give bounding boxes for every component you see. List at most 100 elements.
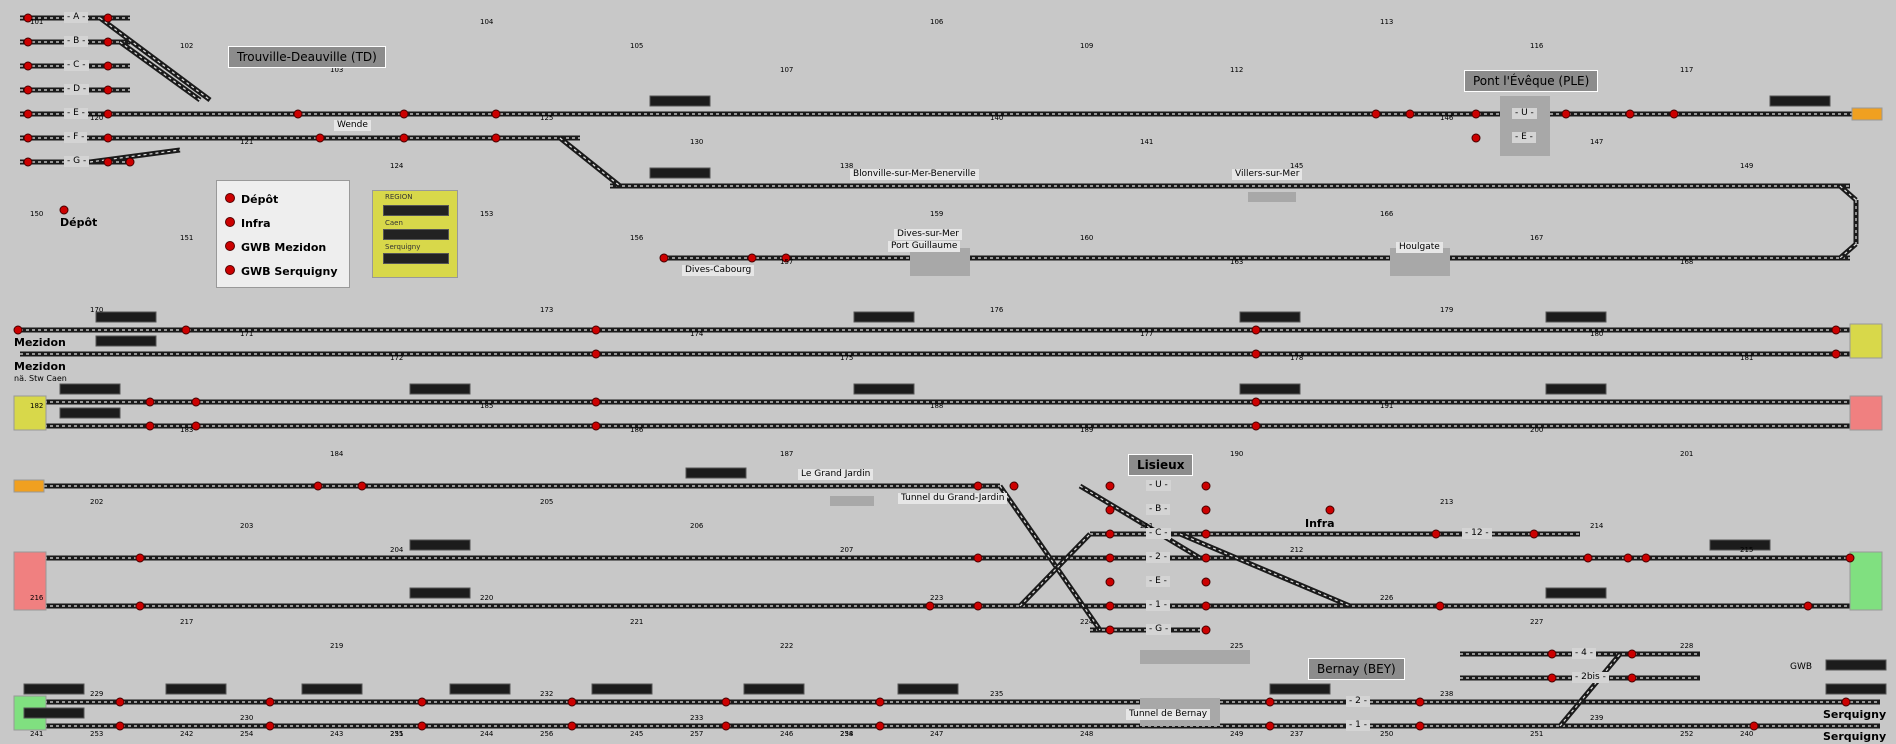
signal[interactable] bbox=[265, 697, 275, 707]
signal[interactable] bbox=[1627, 673, 1637, 683]
signal[interactable] bbox=[103, 109, 113, 119]
block-indicator[interactable] bbox=[165, 683, 227, 695]
signal[interactable] bbox=[103, 85, 113, 95]
signal[interactable] bbox=[1831, 349, 1841, 359]
signal[interactable] bbox=[23, 109, 33, 119]
signal[interactable] bbox=[1009, 481, 1019, 491]
signal[interactable] bbox=[1105, 625, 1115, 635]
signal[interactable] bbox=[13, 325, 23, 335]
signal[interactable] bbox=[59, 205, 69, 215]
block-indicator[interactable] bbox=[1709, 539, 1771, 551]
block-indicator[interactable] bbox=[1769, 95, 1831, 107]
signal[interactable] bbox=[181, 325, 191, 335]
block-indicator[interactable] bbox=[409, 587, 471, 599]
block-indicator[interactable] bbox=[1269, 683, 1331, 695]
block-indicator[interactable] bbox=[1825, 659, 1887, 671]
end-label-depot[interactable]: Dépôt bbox=[60, 216, 98, 229]
signal[interactable] bbox=[1625, 109, 1635, 119]
signal[interactable] bbox=[103, 157, 113, 167]
end-label-serquigny-1[interactable]: Serquigny bbox=[1823, 708, 1887, 721]
region-indicator[interactable] bbox=[383, 205, 449, 216]
signal[interactable] bbox=[1405, 109, 1415, 119]
line-end-box[interactable] bbox=[1849, 323, 1883, 359]
signal[interactable] bbox=[313, 481, 323, 491]
signal[interactable] bbox=[103, 37, 113, 47]
legend-item-depot[interactable]: Dépôt bbox=[225, 193, 278, 206]
signal[interactable] bbox=[1641, 553, 1651, 563]
signal[interactable] bbox=[1201, 601, 1211, 611]
signal[interactable] bbox=[1201, 577, 1211, 587]
signal[interactable] bbox=[145, 397, 155, 407]
signal[interactable] bbox=[115, 721, 125, 731]
signal[interactable] bbox=[1803, 601, 1813, 611]
signal[interactable] bbox=[1471, 109, 1481, 119]
block-indicator[interactable] bbox=[649, 167, 711, 179]
signal[interactable] bbox=[399, 133, 409, 143]
signal[interactable] bbox=[1471, 133, 1481, 143]
signal[interactable] bbox=[23, 133, 33, 143]
signal[interactable] bbox=[135, 601, 145, 611]
signal-layer[interactable] bbox=[13, 13, 1855, 731]
signal[interactable] bbox=[191, 397, 201, 407]
signal[interactable] bbox=[973, 601, 983, 611]
signal[interactable] bbox=[357, 481, 367, 491]
signal[interactable] bbox=[721, 697, 731, 707]
signal[interactable] bbox=[1627, 649, 1637, 659]
signal[interactable] bbox=[1251, 325, 1261, 335]
signal[interactable] bbox=[973, 481, 983, 491]
signal[interactable] bbox=[1105, 481, 1115, 491]
signal[interactable] bbox=[591, 397, 601, 407]
signal[interactable] bbox=[1201, 529, 1211, 539]
region-indicator-caen[interactable] bbox=[383, 229, 449, 240]
signal[interactable] bbox=[1201, 553, 1211, 563]
block-indicator[interactable] bbox=[301, 683, 363, 695]
signal[interactable] bbox=[135, 553, 145, 563]
signal[interactable] bbox=[115, 697, 125, 707]
signal[interactable] bbox=[1201, 481, 1211, 491]
block-indicator[interactable] bbox=[409, 383, 471, 395]
signal[interactable] bbox=[1201, 625, 1211, 635]
line-end-box[interactable] bbox=[13, 395, 47, 431]
region-indicator-serquigny[interactable] bbox=[383, 253, 449, 264]
block-indicator[interactable] bbox=[1239, 383, 1301, 395]
block-indicator[interactable] bbox=[853, 311, 915, 323]
block-indicator[interactable] bbox=[23, 683, 85, 695]
end-label-infra[interactable]: Infra bbox=[1305, 517, 1335, 530]
signal[interactable] bbox=[925, 601, 935, 611]
signal[interactable] bbox=[23, 37, 33, 47]
signal[interactable] bbox=[1251, 397, 1261, 407]
signal[interactable] bbox=[1265, 721, 1275, 731]
block-indicator[interactable] bbox=[1825, 683, 1887, 695]
line-end-box[interactable] bbox=[13, 479, 45, 493]
block-indicator[interactable] bbox=[95, 335, 157, 347]
signal[interactable] bbox=[145, 421, 155, 431]
signal[interactable] bbox=[1623, 553, 1633, 563]
signal[interactable] bbox=[875, 697, 885, 707]
block-indicator[interactable] bbox=[1545, 587, 1607, 599]
line-end-box[interactable] bbox=[1851, 107, 1883, 121]
block-indicator[interactable] bbox=[1545, 311, 1607, 323]
station-title-bernay[interactable]: Bernay (BEY) bbox=[1308, 658, 1405, 680]
block-indicator[interactable] bbox=[1239, 311, 1301, 323]
signal[interactable] bbox=[1561, 109, 1571, 119]
signal[interactable] bbox=[591, 349, 601, 359]
signal[interactable] bbox=[1435, 601, 1445, 611]
block-indicator[interactable] bbox=[897, 683, 959, 695]
signal[interactable] bbox=[125, 157, 135, 167]
signal[interactable] bbox=[491, 109, 501, 119]
signal[interactable] bbox=[1371, 109, 1381, 119]
signal[interactable] bbox=[747, 253, 757, 263]
signal[interactable] bbox=[567, 721, 577, 731]
signal[interactable] bbox=[1105, 529, 1115, 539]
block-indicator[interactable] bbox=[1545, 383, 1607, 395]
legend-item-infra[interactable]: Infra bbox=[225, 217, 271, 230]
block-indicator[interactable] bbox=[95, 311, 157, 323]
signal[interactable] bbox=[781, 253, 791, 263]
station-title-lisieux[interactable]: Lisieux bbox=[1128, 454, 1194, 476]
signal[interactable] bbox=[659, 253, 669, 263]
block-indicator[interactable] bbox=[685, 467, 747, 479]
signal[interactable] bbox=[1201, 505, 1211, 515]
signal[interactable] bbox=[567, 697, 577, 707]
block-indicator[interactable] bbox=[649, 95, 711, 107]
signal[interactable] bbox=[103, 133, 113, 143]
